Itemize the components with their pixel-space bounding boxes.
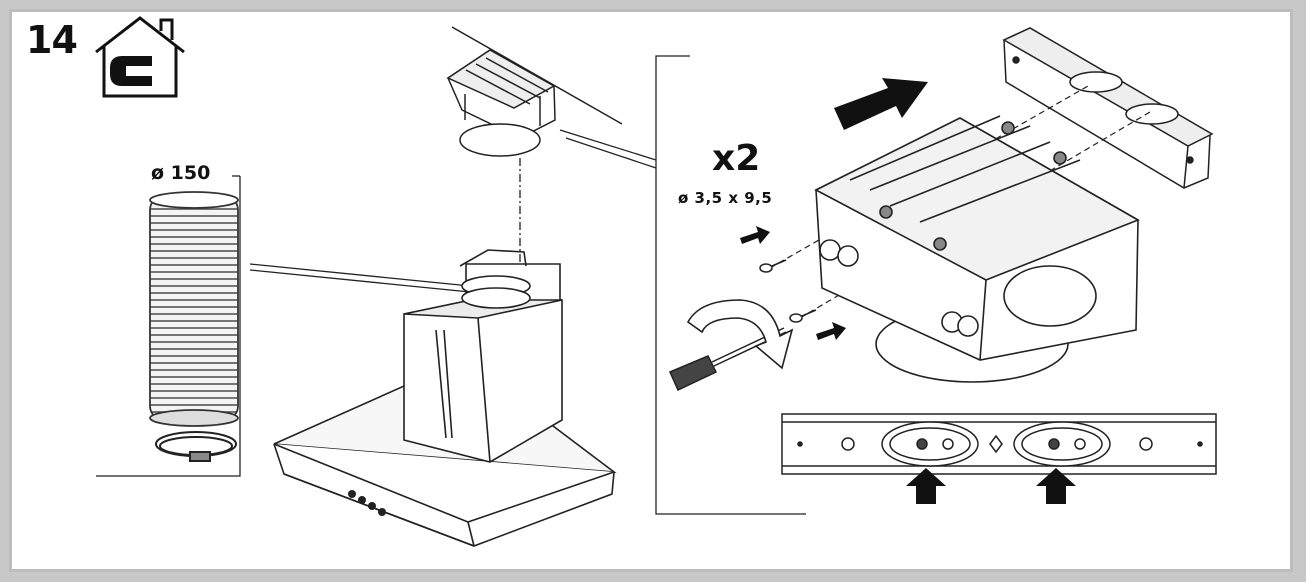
ceiling-bracket xyxy=(446,26,623,157)
screw-size-label: ø 3,5 x 9,5 xyxy=(678,189,773,207)
screw xyxy=(759,259,787,273)
screw-position-arrow xyxy=(906,468,946,504)
house-recirculation-icon xyxy=(95,16,185,98)
cooker-hood xyxy=(273,249,617,547)
bracket-detail xyxy=(781,413,1217,475)
screw xyxy=(789,309,817,323)
duct-leader-line xyxy=(249,263,471,293)
push-direction-arrow xyxy=(834,78,928,130)
flexible-duct xyxy=(96,175,241,477)
screw-quantity-label: x2 xyxy=(712,138,761,179)
insert-arrow xyxy=(740,226,770,244)
insert-arrow xyxy=(816,322,846,340)
detail-callout-bracket xyxy=(559,55,806,515)
control-buttons xyxy=(348,490,386,516)
fan-motor-unit xyxy=(814,115,1140,383)
duct-diameter-label: ø 150 xyxy=(151,162,211,184)
screw-position-arrow xyxy=(1036,468,1076,504)
hose-clamp xyxy=(155,431,237,462)
step-number: 14 xyxy=(26,18,78,62)
wall-bracket xyxy=(1002,27,1214,189)
rotation-arrow xyxy=(686,299,794,370)
